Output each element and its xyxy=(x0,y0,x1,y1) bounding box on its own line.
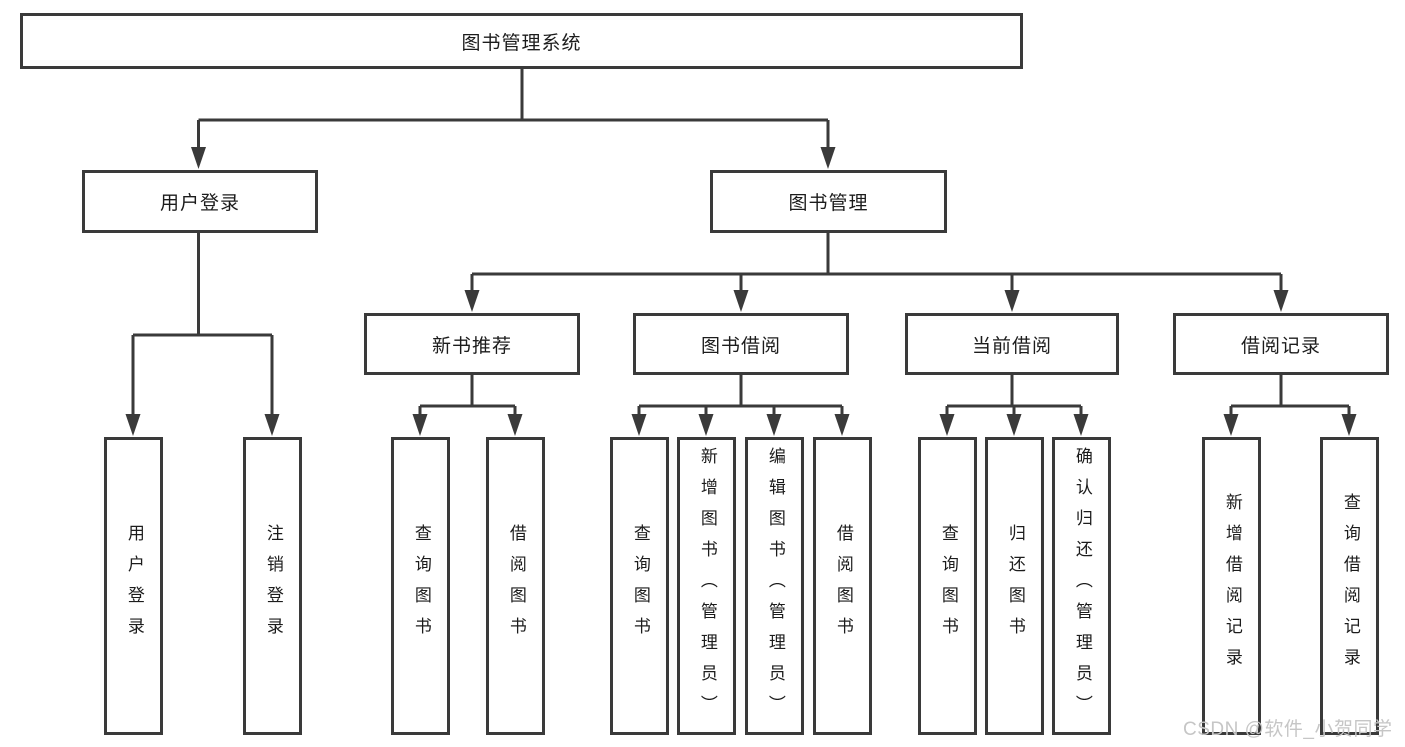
leaf-return-books: 归还图书 xyxy=(985,437,1044,735)
node-current-borrowing: 当前借阅 xyxy=(905,313,1119,375)
node-user-login: 用户登录 xyxy=(82,170,318,233)
node-label: 借阅记录 xyxy=(1240,335,1321,357)
leaf-label: 用户登录 xyxy=(124,524,144,648)
leaf-borrow-books: 借阅图书 xyxy=(486,437,545,735)
leaf-confirm-return-admin: 确认归还（管理员） xyxy=(1052,437,1111,735)
node-book-management: 图书管理 xyxy=(710,170,947,233)
csdn-watermark: CSDN @软件_小贺同学 xyxy=(1183,719,1393,740)
leaf-query-books: 查询图书 xyxy=(391,437,450,735)
node-new-book-recommendation: 新书推荐 xyxy=(364,313,580,375)
node-label: 当前借阅 xyxy=(971,335,1052,357)
leaf-borrow-books: 借阅图书 xyxy=(813,437,872,735)
leaf-query-borrow-record: 查询借阅记录 xyxy=(1320,437,1379,735)
leaf-label: 确认归还（管理员） xyxy=(1072,446,1092,726)
leaf-label: 借阅图书 xyxy=(506,524,526,648)
leaf-add-books-admin: 新增图书（管理员） xyxy=(677,437,736,735)
leaf-query-books: 查询图书 xyxy=(918,437,977,735)
leaf-label: 新增图书（管理员） xyxy=(697,446,717,726)
leaf-label: 查询借阅记录 xyxy=(1340,493,1360,679)
leaf-add-borrow-record: 新增借阅记录 xyxy=(1202,437,1261,735)
node-book-borrowing: 图书借阅 xyxy=(633,313,849,375)
node-label: 图书借阅 xyxy=(700,335,781,357)
leaf-label: 借阅图书 xyxy=(833,524,853,648)
leaf-label: 查询图书 xyxy=(938,524,958,648)
leaf-label: 查询图书 xyxy=(411,524,431,648)
leaf-label: 新增借阅记录 xyxy=(1222,493,1242,679)
leaf-user-login: 用户登录 xyxy=(104,437,163,735)
leaf-label: 编辑图书（管理员） xyxy=(765,446,785,726)
node-library-management-system: 图书管理系统 xyxy=(20,13,1023,69)
leaf-label: 注销登录 xyxy=(263,524,283,648)
node-label: 图书管理 xyxy=(788,193,869,214)
leaf-query-books: 查询图书 xyxy=(610,437,669,735)
leaf-edit-books-admin: 编辑图书（管理员） xyxy=(745,437,804,735)
node-label: 新书推荐 xyxy=(431,335,512,357)
node-borrowing-records: 借阅记录 xyxy=(1173,313,1389,375)
leaf-label: 查询图书 xyxy=(630,524,650,648)
leaf-label: 归还图书 xyxy=(1005,524,1025,648)
node-label: 用户登录 xyxy=(159,193,240,214)
leaf-logout: 注销登录 xyxy=(243,437,302,735)
node-label: 图书管理系统 xyxy=(461,32,582,54)
